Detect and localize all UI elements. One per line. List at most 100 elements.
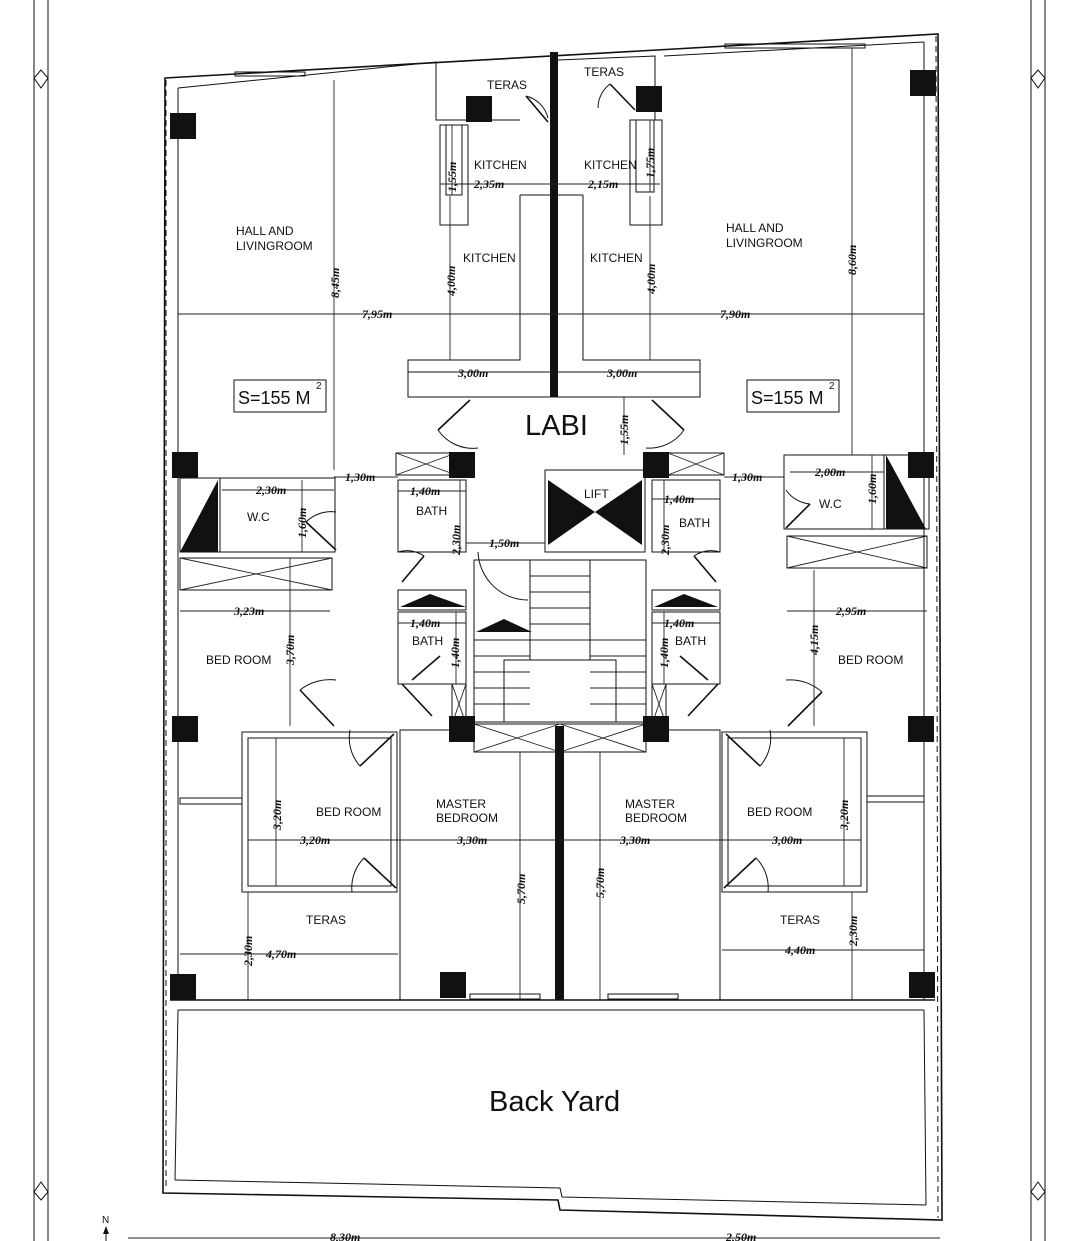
doors [299,83,823,893]
room-hall-right-line2: LIVINGROOM [726,236,803,250]
dim-label: 1,30m [732,470,762,484]
room-master-left-line1: MASTER [436,797,486,811]
room-bed-right-upper: BED ROOM [838,653,903,667]
dim-label: 4,00m [644,264,658,295]
dim-label: 1,75m [643,148,657,178]
dim-label: 2,30m [658,525,672,556]
room-bath-4: BATH [675,634,706,648]
dim-label: 8,30m [330,1230,360,1241]
dim-label: 3,00m [457,366,488,380]
dim-label: 3,20m [837,800,851,831]
area-superscript: 2 [316,381,322,392]
core-top [407,52,701,398]
room-wc-right: W.C [819,497,842,511]
dim-label: 8,60m [845,245,859,275]
dim-label: 3,20m [299,833,330,847]
wc-right-block [783,454,930,530]
dim-label: 3,30m [619,833,650,847]
area-box-right: S=155 M 2 [746,379,840,413]
dim-label: 5,70m [593,868,607,898]
room-master-right-line2: BEDROOM [625,811,687,825]
dim-label: 1,30m [345,470,375,484]
room-labels: TERAS TERAS KITCHEN KITCHEN KITCHEN KITC… [206,65,903,1118]
room-hall-left-line1: HALL AND [236,224,294,238]
dimension-lines [128,48,940,1239]
room-bed-left-lower: BED ROOM [316,805,381,819]
dim-label: 2,30m [255,483,286,497]
dim-label: 1,55m [445,162,459,192]
dim-label: 4,40m [784,943,815,957]
dim-label: 2,15m [587,177,618,191]
room-bath-1: BATH [416,504,447,518]
dim-label: 2,30m [846,916,860,947]
room-bed-left-upper: BED ROOM [206,653,271,667]
dim-label: 8,45m [328,268,342,298]
room-bed-right-lower: BED ROOM [747,805,812,819]
dim-label: 1,40m [664,616,694,630]
room-hall-right-line1: HALL AND [726,221,784,235]
room-hall-left-line2: LIVINGROOM [236,239,313,253]
room-teras-top-left: TERAS [487,78,527,92]
area-box-left: S=155 M 2 [233,379,327,413]
dim-label: 1,50m [489,536,519,550]
dim-label: 2,30m [449,525,463,556]
area-superscript: 2 [829,381,835,392]
dim-label: 1,60m [295,508,309,538]
dim-label: 3,20m [270,800,284,831]
dimension-labels: 1,55m 1,75m 2,35m 2,15m 8,45m 8,60m 4,00… [233,148,879,1241]
dim-label: 3,30m [456,833,487,847]
room-kitchen-top-right: KITCHEN [584,158,637,172]
dim-label: 4,15m [807,625,821,656]
dim-label: 1,55m [617,415,631,445]
dim-label: 3,23m [233,604,264,618]
shafts [395,452,725,476]
dim-label: 3,00m [606,366,637,380]
dim-label: 2,30m [241,936,255,967]
dim-label: 2,95m [835,604,866,618]
dim-label: 2,35m [473,177,504,191]
dim-label: 5,70m [514,874,528,904]
room-wc-left: W.C [247,510,270,524]
room-kitchen-mid-right: KITCHEN [590,251,643,265]
dim-label: 7,90m [720,307,750,321]
room-lift: LIFT [584,487,609,501]
room-labi: LABI [525,410,588,442]
dim-label: 7,95m [362,307,392,321]
north-label: N [102,1215,109,1226]
dim-label: 1,40m [448,638,462,668]
wc-left-block [179,477,336,553]
lift-shaft [544,469,646,553]
frame-right [1030,0,1046,1241]
room-master-left-line2: BEDROOM [436,811,498,825]
dim-label: 3,70m [283,635,297,666]
building-outline [162,33,943,1221]
room-back-yard: Back Yard [489,1086,620,1118]
room-bath-2: BATH [679,516,710,530]
bath-blocks [397,479,721,725]
wardrobe-left [179,557,333,591]
area-label: S=155 M [238,388,311,408]
frame-left [33,0,49,1241]
structural-columns [170,70,936,1000]
dim-label: 1,40m [664,492,694,506]
dim-label: 1,40m [657,638,671,668]
dim-label: 2,00m [814,465,845,479]
room-teras-bottom-left: TERAS [306,913,346,927]
room-kitchen-top-left: KITCHEN [474,158,527,172]
stair [473,559,647,753]
dim-label: 1,40m [410,484,440,498]
area-label: S=155 M [751,388,824,408]
dim-label: 3,00m [771,833,802,847]
north-arrow: N [102,1215,109,1241]
dim-label: 1,40m [410,616,440,630]
dim-label: 4,00m [444,266,458,297]
dim-label: 2,50m [725,1230,756,1241]
wardrobe-right [786,535,928,569]
room-bath-3: BATH [412,634,443,648]
room-teras-top-right: TERAS [584,65,624,79]
dim-label: 4,70m [265,947,296,961]
dim-label: 1,60m [865,474,879,504]
room-master-right-line1: MASTER [625,797,675,811]
room-kitchen-mid-left: KITCHEN [463,251,516,265]
